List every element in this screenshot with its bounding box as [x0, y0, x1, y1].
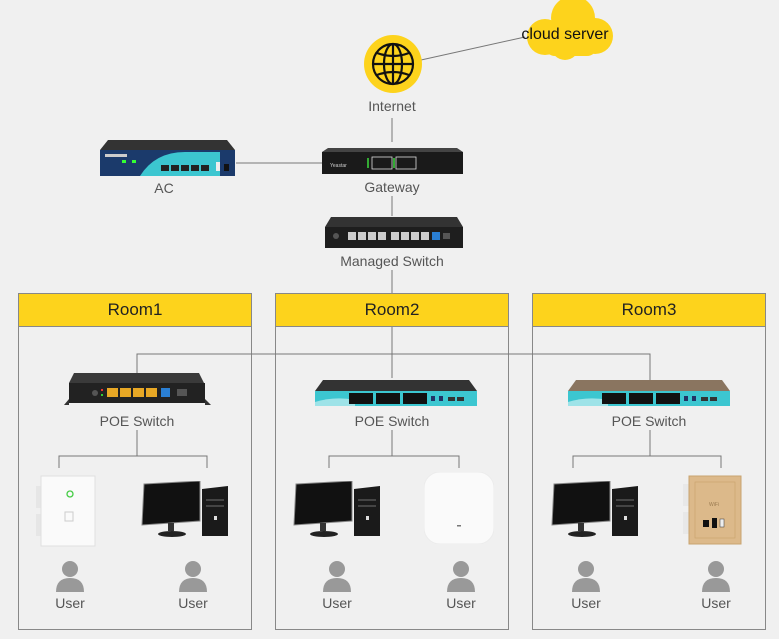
managed-switch-label: Managed Switch	[340, 253, 444, 269]
wall-panel-ap	[34, 474, 98, 550]
room-title: Room1	[19, 294, 251, 327]
poe-switch-room1	[64, 373, 211, 409]
poe-switch-label: POE Switch	[354, 413, 430, 429]
globe-icon	[364, 35, 422, 93]
room-1: Room1	[18, 293, 252, 630]
room-3: Room3	[532, 293, 766, 630]
user-icon	[447, 561, 475, 592]
svg-text:WiFi: WiFi	[709, 502, 719, 508]
user-label: User	[571, 595, 601, 611]
gateway-device: Yeastar	[322, 148, 463, 175]
internet-node	[363, 34, 423, 94]
room-title: Room2	[276, 294, 508, 327]
cloud-server: cloud server	[515, 0, 615, 62]
user-icon	[323, 561, 351, 592]
poe-switch-room3	[568, 380, 730, 407]
user-icon	[56, 561, 84, 592]
room-title: Room3	[533, 294, 765, 327]
user-label: User	[178, 595, 208, 611]
user-icon	[572, 561, 600, 592]
gold-wall-ap: WiFi	[683, 474, 745, 546]
desktop-pc	[550, 480, 642, 539]
user-icon	[702, 561, 730, 592]
internet-label: Internet	[368, 98, 416, 114]
room-2: Room2	[275, 293, 509, 630]
cloud-icon	[527, 0, 613, 60]
desktop-pc	[292, 480, 384, 539]
user-label: User	[701, 595, 731, 611]
cloud-server-label: cloud server	[521, 26, 609, 43]
svg-text:Yeastar: Yeastar	[330, 163, 347, 169]
user-label: User	[322, 595, 352, 611]
ac-device	[100, 140, 235, 177]
poe-switch-label: POE Switch	[99, 413, 175, 429]
user-label: User	[55, 595, 85, 611]
poe-switch-label: POE Switch	[611, 413, 687, 429]
managed-switch-device	[325, 217, 463, 248]
user-icon	[179, 561, 207, 592]
desktop-pc	[140, 480, 232, 539]
gateway-label: Gateway	[364, 179, 420, 195]
ac-label: AC	[154, 180, 174, 196]
poe-switch-room2	[315, 380, 477, 407]
ceiling-ap	[423, 471, 495, 545]
user-label: User	[446, 595, 476, 611]
